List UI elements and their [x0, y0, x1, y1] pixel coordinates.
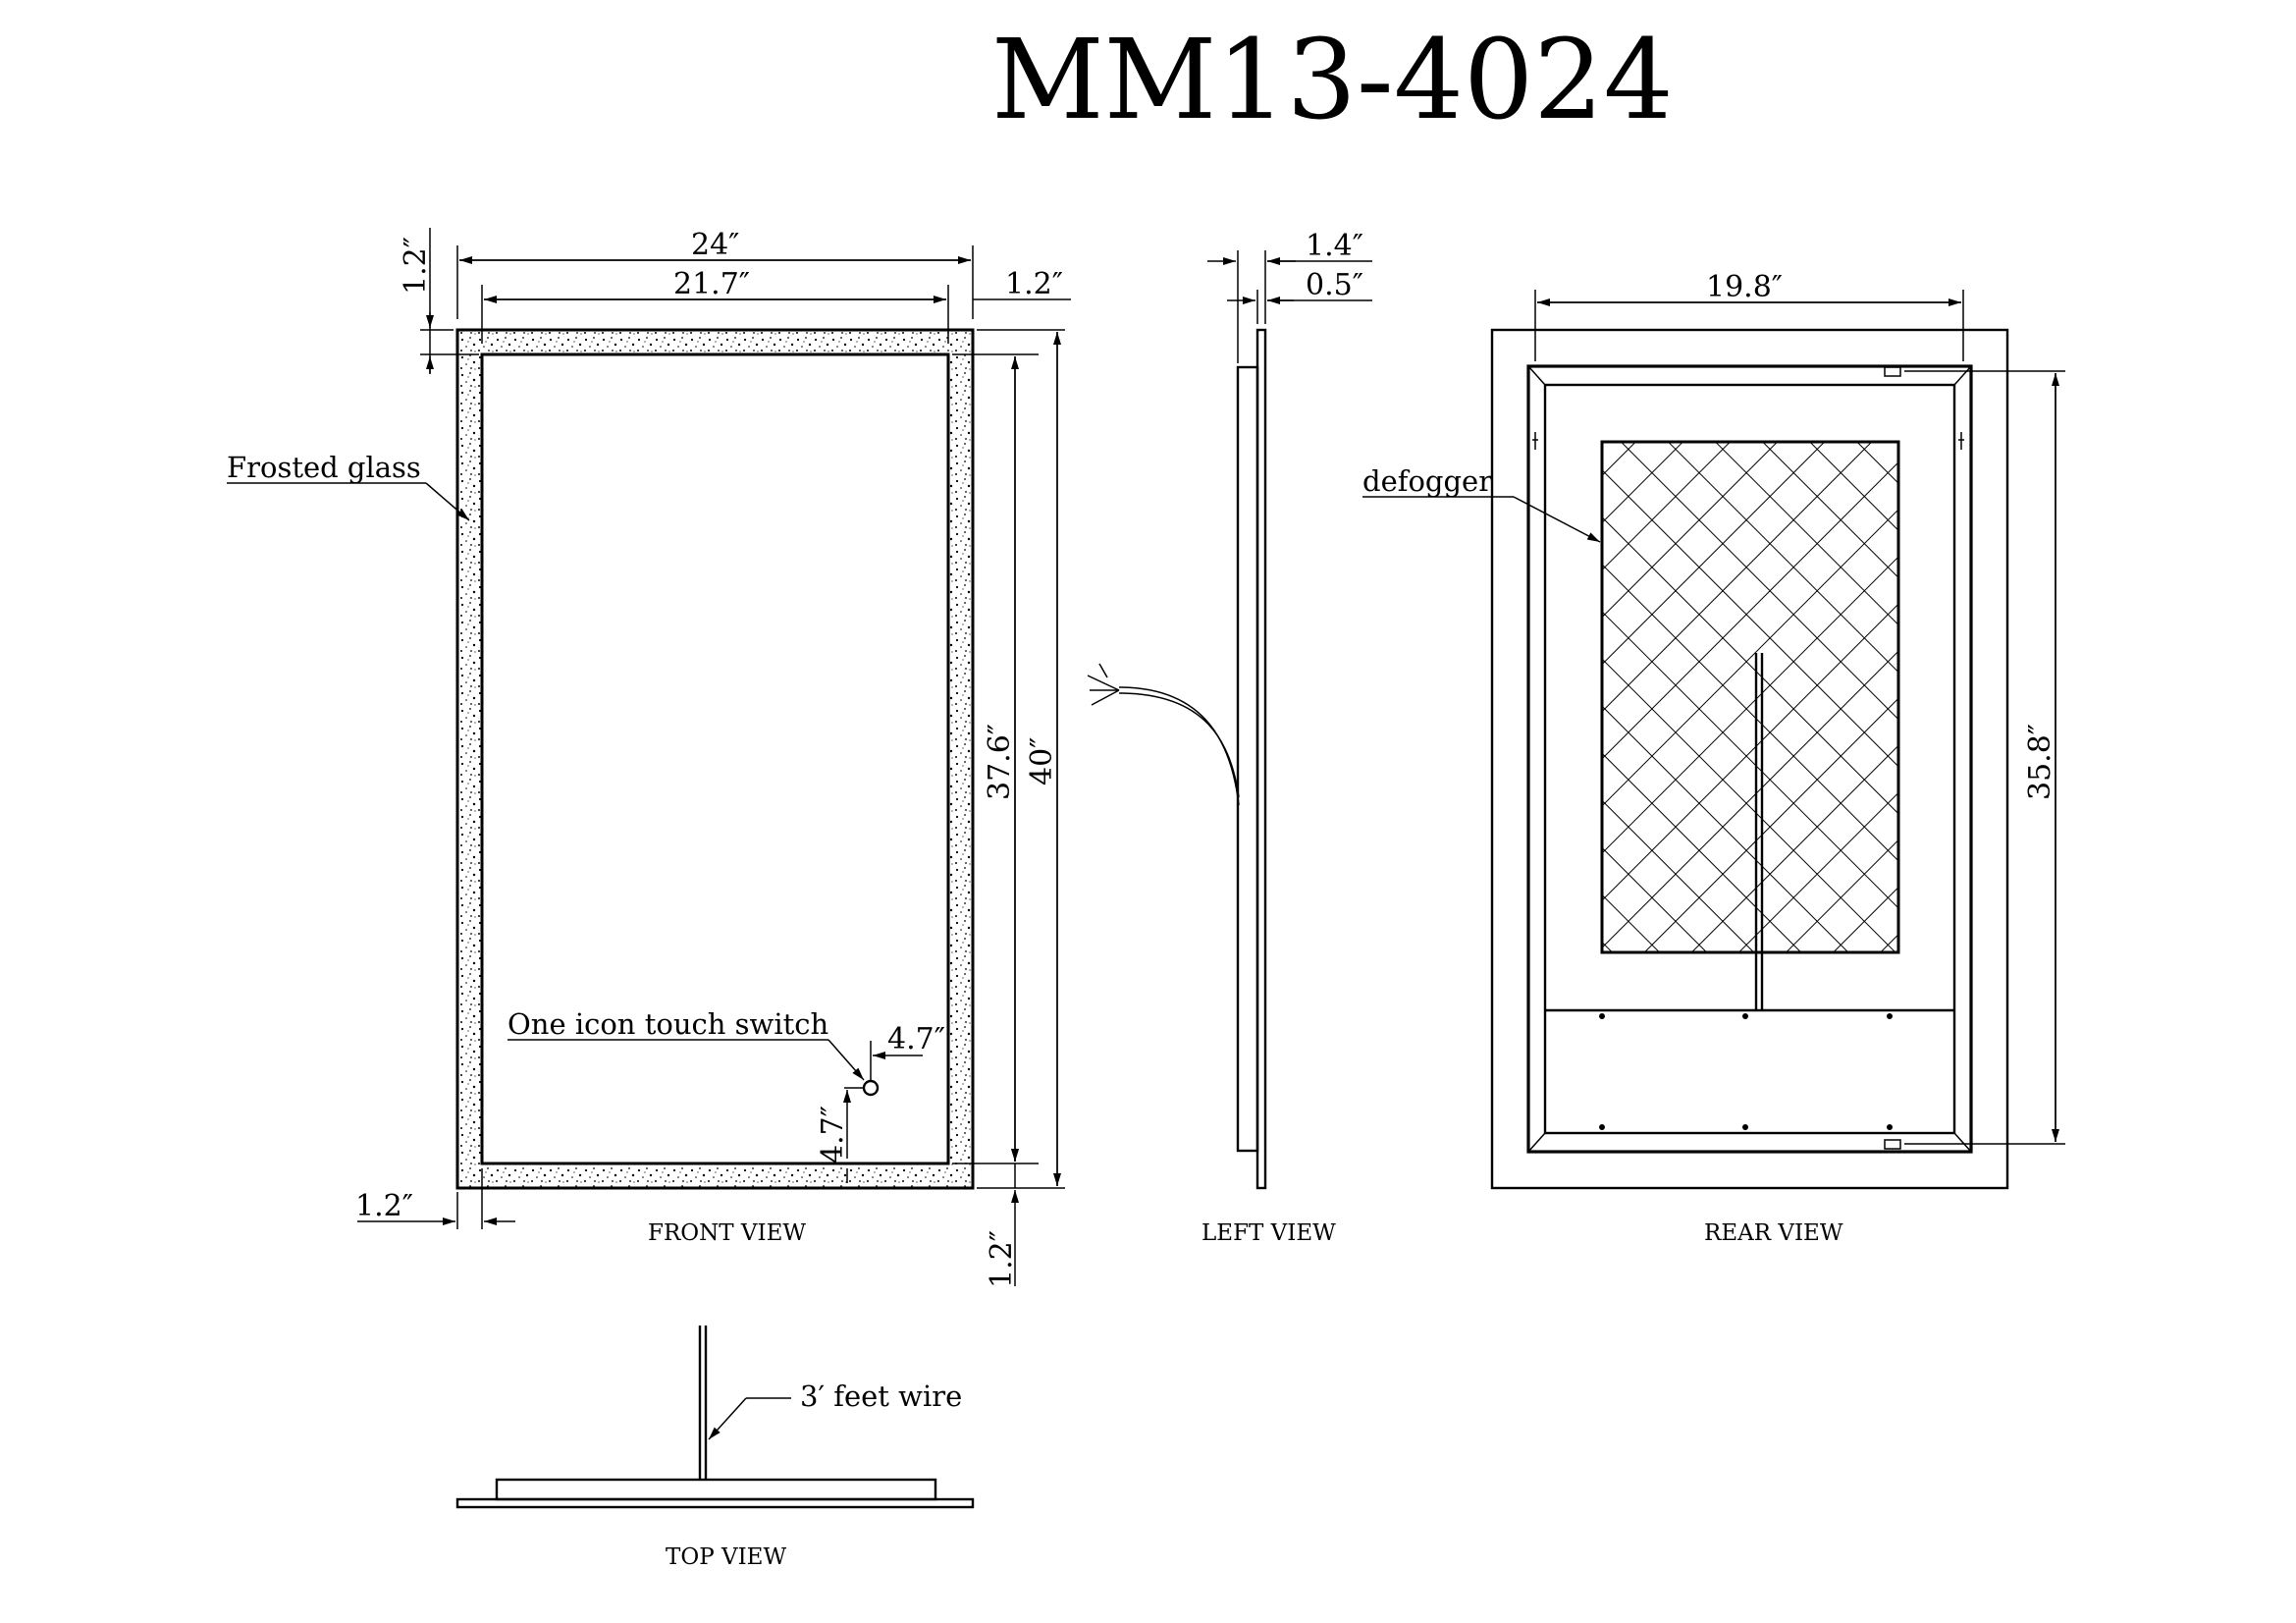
front-height-label: 40″ — [1025, 737, 1059, 785]
front-border-left-label: 1.2″ — [355, 1189, 413, 1223]
cable-end-icon — [1087, 663, 1120, 706]
dim-front-width: 24″ — [456, 228, 974, 319]
wire-label: 3′ feet wire — [800, 1380, 962, 1413]
rear-frame-inner — [1543, 383, 1956, 1135]
callout-wire: 3′ feet wire — [708, 1380, 962, 1440]
control-box-screws — [1599, 1013, 1893, 1130]
mirror-glass — [480, 352, 950, 1165]
dim-front-inner-height: 37.6″ — [952, 353, 1039, 1164]
front-view-label: FRONT VIEW — [648, 1220, 806, 1246]
front-border-top-label: 1.2″ — [399, 237, 433, 295]
keyhole-right-icon — [1958, 432, 1964, 450]
frosted-glass-label: Frosted glass — [227, 451, 421, 484]
hanger-bottom-icon — [1884, 1139, 1901, 1150]
rear-view: 19.8″ 35.8″ defogger REAR VIEW — [1362, 270, 2065, 1246]
dim-rear-width: 19.8″ — [1534, 270, 1964, 361]
rear-glass-outline — [1490, 328, 2009, 1190]
dim-rear-height: 35.8″ — [1904, 370, 2065, 1145]
switch-offset-x-label: 4.7″ — [887, 1022, 945, 1056]
front-view: 24″ 21.7″ 1.2″ 1.2″ 1.2″ — [227, 228, 1071, 1288]
defogger-pad — [1600, 440, 1900, 954]
callout-touch-switch: One icon touch switch — [507, 1007, 865, 1081]
dim-switch-offset-y: 4.7″ — [816, 1087, 864, 1183]
switch-offset-y-label: 4.7″ — [816, 1106, 850, 1163]
side-glass-label: 0.5″ — [1306, 268, 1363, 302]
side-depth-label: 1.4″ — [1306, 229, 1363, 263]
dim-front-border-bottom: 1.2″ — [985, 1149, 1019, 1288]
hanger-top-icon — [1884, 366, 1901, 377]
front-border-right-label: 1.2″ — [1005, 267, 1063, 301]
dim-front-border-left: 1.2″ — [355, 1168, 515, 1229]
left-view: 1.4″ 0.5″ LEFT VIEW — [1087, 229, 1372, 1246]
rear-height-label: 35.8″ — [2023, 724, 2057, 800]
dim-front-height: 40″ — [977, 329, 1065, 1189]
front-border-bottom-label: 1.2″ — [985, 1230, 1019, 1288]
top-view-label: TOP VIEW — [666, 1544, 786, 1570]
rear-frame-outer — [1526, 364, 1973, 1154]
rear-width-label: 19.8″ — [1706, 270, 1783, 304]
left-view-label: LEFT VIEW — [1201, 1220, 1336, 1246]
front-inner-width-label: 21.7″ — [673, 267, 750, 301]
touch-switch-label: One icon touch switch — [507, 1007, 828, 1041]
front-inner-height-label: 37.6″ — [983, 724, 1017, 800]
rear-view-label: REAR VIEW — [1704, 1220, 1843, 1246]
top-view: 3′ feet wire TOP VIEW — [455, 1325, 975, 1570]
dim-front-inner-width: 21.7″ — [481, 267, 949, 344]
dim-switch-offset-x: 4.7″ — [870, 1022, 949, 1080]
side-frame — [1236, 365, 1259, 1153]
dim-front-border-top: 1.2″ — [399, 228, 479, 374]
dim-side-depth: 1.4″ — [1207, 229, 1372, 363]
callout-frosted-glass: Frosted glass — [227, 451, 470, 521]
dim-front-border-right: 1.2″ — [973, 267, 1071, 301]
dim-side-glass: 0.5″ — [1227, 268, 1372, 324]
front-width-label: 24″ — [691, 228, 739, 262]
power-cable — [1118, 686, 1240, 806]
top-frame — [495, 1478, 937, 1501]
drawing-title: MM13-4024 — [991, 17, 1674, 144]
defogger-label: defogger — [1362, 464, 1492, 498]
keyhole-left-icon — [1532, 432, 1538, 450]
callout-defogger: defogger — [1362, 464, 1601, 543]
